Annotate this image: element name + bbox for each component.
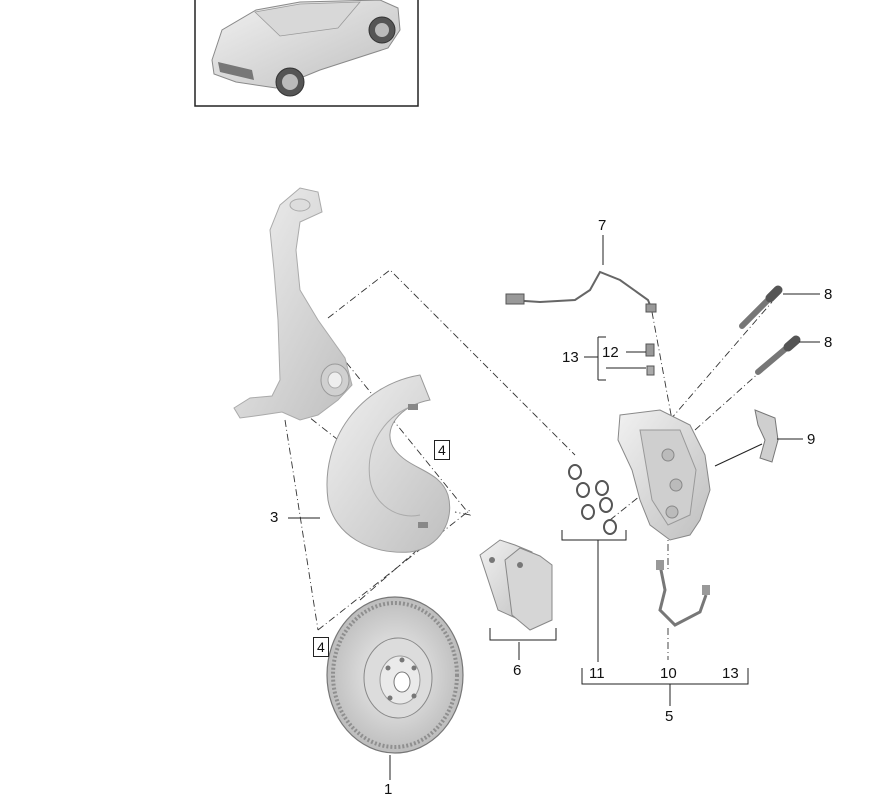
steering-knuckle — [233, 187, 353, 421]
vehicle-thumbnail — [194, 0, 419, 107]
callout-8-upper: 8 — [824, 286, 833, 303]
brake-shield — [326, 374, 451, 553]
callout-7: 7 — [598, 217, 607, 234]
caliper-bolts — [739, 285, 801, 375]
callout-leaders — [288, 235, 820, 780]
callout-4-upper: 4 — [434, 440, 450, 460]
callout-11: 11 — [589, 665, 605, 682]
callout-8-lower: 8 — [824, 334, 833, 351]
car-icon — [211, 0, 401, 97]
callout-3: 3 — [270, 509, 279, 526]
callout-5: 5 — [665, 708, 674, 725]
seal-rings — [568, 464, 617, 535]
spring-clip — [754, 409, 779, 463]
callout-13-left: 13 — [562, 349, 579, 366]
brake-caliper — [617, 409, 711, 541]
callout-9: 9 — [807, 431, 816, 448]
callout-4-lower: 4 — [313, 637, 329, 657]
brake-hose — [656, 560, 710, 627]
brake-pads — [479, 539, 553, 631]
wear-sensor — [505, 270, 657, 313]
bleed-valves — [645, 343, 655, 376]
callout-10: 10 — [660, 665, 677, 682]
callout-6: 6 — [513, 662, 522, 679]
callout-1: 1 — [384, 781, 393, 798]
callout-13-bottom: 13 — [722, 665, 739, 682]
brake-disc — [326, 596, 464, 754]
callout-12: 12 — [602, 344, 619, 361]
